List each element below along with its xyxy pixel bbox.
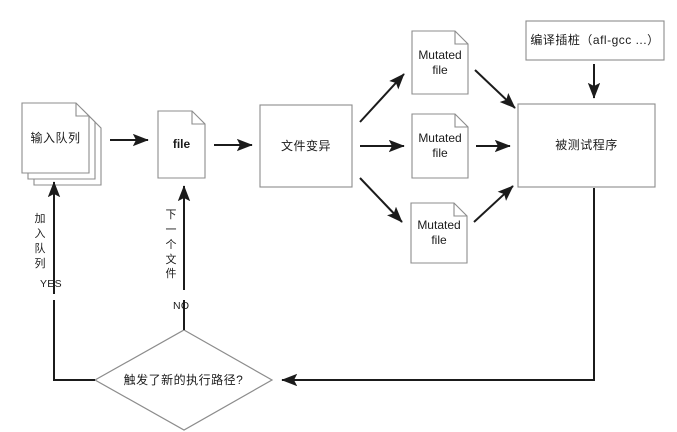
file-shape — [157, 110, 206, 179]
edge-label-next-file: 下一个文件 — [165, 209, 177, 281]
flowchart-edges — [47, 64, 601, 387]
compile-instrument-shape — [525, 20, 665, 61]
input-queue-shape — [21, 102, 102, 186]
edge-mutate-to-mutated1 — [359, 73, 405, 123]
edge-label-no: NO — [173, 300, 190, 312]
edge-mutated3-to-target — [473, 185, 514, 223]
edge-yes-to-queue — [53, 300, 95, 381]
edge-mutated1-to-target — [474, 69, 516, 109]
edge-label-enqueue: 加入队列 — [34, 213, 46, 270]
mutated-file-2-shape — [411, 113, 469, 179]
mutated-file-3-shape — [410, 202, 468, 264]
mutated-file-1-shape — [411, 30, 469, 95]
target-program-shape — [517, 103, 656, 188]
mutate-shape — [259, 104, 353, 188]
decision-shape — [93, 329, 274, 431]
edge-mutate-to-mutated3 — [359, 177, 403, 223]
edge-label-yes: YES — [40, 278, 62, 290]
edge-target-to-decision — [281, 188, 595, 387]
